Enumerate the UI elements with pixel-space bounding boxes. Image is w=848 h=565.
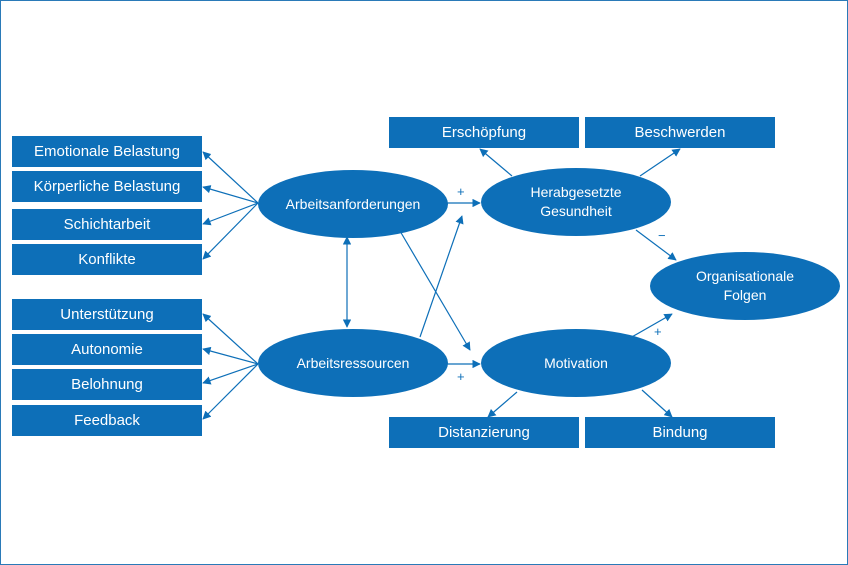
- box-support: Unterstützung: [12, 299, 202, 330]
- arrow-demands-physical: [202, 185, 259, 204]
- node-job-demands-label: Arbeitsanforderungen: [285, 195, 421, 212]
- box-commitment: Bindung: [585, 417, 775, 448]
- node-reduced-health: Herabgesetzte Gesundheit: [481, 168, 671, 236]
- arrow-health-complaints: [639, 148, 681, 177]
- arrow-demands-shift: [202, 202, 259, 226]
- arrow-motivation-outcome: [629, 313, 673, 339]
- node-motivation: Motivation: [481, 329, 671, 397]
- box-conflicts: Konflikte: [12, 244, 202, 275]
- arrow-resources-health: [419, 215, 464, 338]
- node-organisational-outcomes: Organisationale Folgen: [650, 252, 840, 320]
- arrow-demands-motivation: [399, 230, 471, 351]
- box-distancing: Distanzierung: [389, 417, 579, 448]
- arrow-resources-feedback: [202, 363, 259, 420]
- node-reduced-health-line1: Herabgesetzte: [530, 184, 622, 200]
- node-job-demands: Arbeitsanforderungen: [258, 170, 448, 238]
- arrow-health-outcome: [635, 229, 677, 261]
- node-organisational-outcomes-line1: Organisationale: [695, 268, 795, 284]
- arrow-demands-emotional: [202, 151, 259, 204]
- sign-motivation-outcome: +: [654, 324, 662, 339]
- box-emotional-strain: Emotionale Belastung: [12, 136, 202, 167]
- arrow-demands-conflict: [202, 202, 259, 260]
- arrow-motivation-distancing: [487, 391, 518, 418]
- arrow-resources-autonomy: [202, 346, 259, 365]
- box-feedback: Feedback: [12, 405, 202, 436]
- arrow-motivation-commitment: [641, 389, 673, 418]
- arrow-resources-support: [202, 313, 259, 365]
- sign-health-outcome: −: [658, 228, 666, 243]
- arrow-health-exhaustion: [479, 148, 513, 177]
- node-motivation-label: Motivation: [544, 354, 608, 371]
- box-physical-strain: Körperliche Belastung: [12, 171, 202, 202]
- box-autonomy: Autonomie: [12, 334, 202, 365]
- arrow-resources-reward: [202, 363, 259, 385]
- sign-resources-motivation: +: [457, 369, 465, 384]
- box-shift-work: Schichtarbeit: [12, 209, 202, 240]
- box-complaints: Beschwerden: [585, 117, 775, 148]
- box-exhaustion: Erschöpfung: [389, 117, 579, 148]
- node-organisational-outcomes-line2: Folgen: [723, 287, 767, 303]
- box-reward: Belohnung: [12, 369, 202, 400]
- node-reduced-health-line2: Gesundheit: [540, 203, 612, 219]
- node-job-resources: Arbeitsressourcen: [258, 329, 448, 397]
- node-job-resources-label: Arbeitsressourcen: [296, 354, 410, 371]
- sign-demands-health: +: [457, 184, 465, 199]
